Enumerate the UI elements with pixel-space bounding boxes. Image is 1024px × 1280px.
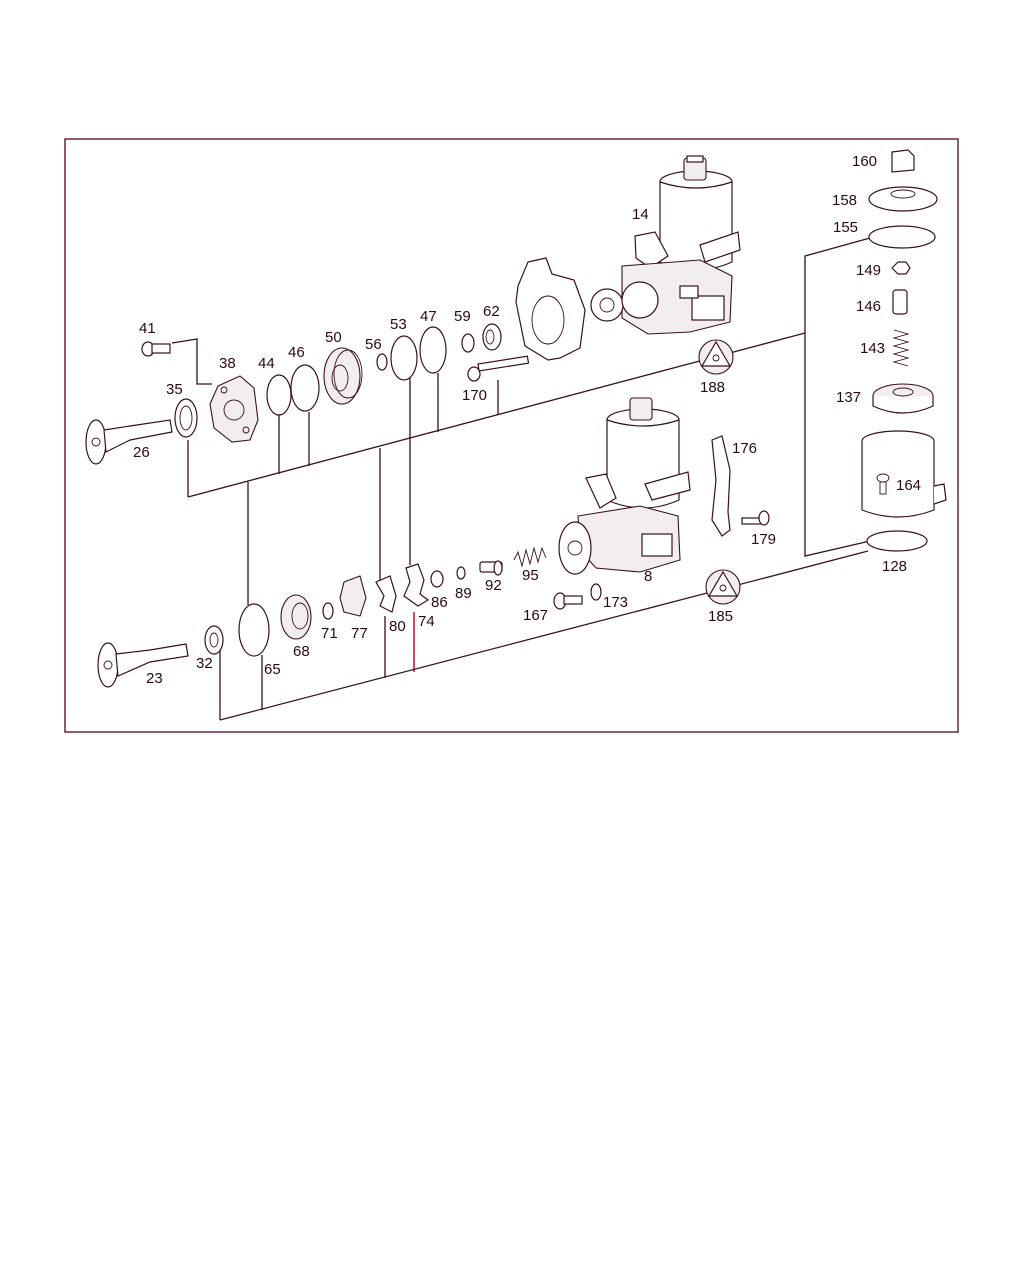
label-44: 44 (258, 355, 275, 372)
label-160: 160 (852, 153, 877, 170)
power-steering-pump-upper (590, 155, 741, 335)
label-179: 179 (751, 531, 776, 548)
shaft-26 (85, 419, 173, 465)
filter-cap-137 (872, 383, 934, 414)
washer-173 (590, 583, 602, 601)
seal-ring-128 (866, 530, 928, 552)
label-8: 8 (644, 568, 652, 585)
pin-146 (892, 289, 908, 315)
label-32: 32 (196, 655, 213, 672)
label-68: 68 (293, 643, 310, 660)
plate-77 (339, 575, 367, 617)
bearing-32 (204, 625, 224, 655)
label-92: 92 (485, 577, 502, 594)
label-95: 95 (522, 567, 539, 584)
label-50: 50 (325, 329, 342, 346)
label-155: 155 (833, 219, 858, 236)
diagram-frame (64, 138, 959, 733)
o-ring-46 (290, 364, 320, 412)
label-137: 137 (836, 389, 861, 406)
label-14: 14 (632, 206, 649, 223)
o-ring-47 (419, 326, 447, 374)
label-158: 158 (832, 192, 857, 209)
ring-86 (430, 570, 444, 588)
label-23: 23 (146, 670, 163, 687)
ring-71 (322, 602, 334, 620)
label-80: 80 (389, 618, 406, 635)
label-149: 149 (856, 262, 881, 279)
label-47: 47 (420, 308, 437, 325)
mounting-bracket-plate (515, 257, 586, 361)
label-62: 62 (483, 303, 500, 320)
ring-89 (456, 566, 466, 580)
o-ring-44 (266, 374, 292, 416)
label-86: 86 (431, 594, 448, 611)
label-128: 128 (882, 558, 907, 575)
label-26: 26 (133, 444, 150, 461)
label-38: 38 (219, 355, 236, 372)
symbol-185 (705, 569, 741, 605)
symbol-188 (698, 339, 734, 375)
label-41: 41 (139, 320, 156, 337)
label-167: 167 (523, 607, 548, 624)
bushing-62 (482, 323, 502, 351)
label-185: 185 (708, 608, 733, 625)
power-steering-pump-lower (558, 397, 691, 575)
filter-164 (861, 430, 947, 518)
spring-95 (513, 546, 547, 568)
rotor-68 (280, 594, 312, 640)
label-65: 65 (264, 661, 281, 678)
label-77: 77 (351, 625, 368, 642)
label-59: 59 (454, 308, 471, 325)
seal-ring-155 (868, 225, 936, 249)
label-56: 56 (365, 336, 382, 353)
bolt-179 (741, 510, 770, 526)
label-170: 170 (462, 387, 487, 404)
cover-plate-38 (209, 375, 259, 443)
segment-80 (375, 575, 397, 613)
clip-74 (403, 563, 430, 607)
label-74: 74 (418, 613, 435, 630)
label-46: 46 (288, 344, 305, 361)
nut-149 (891, 261, 911, 275)
label-143: 143 (860, 340, 885, 357)
shaft-23 (97, 642, 189, 688)
o-ring-53 (390, 335, 418, 381)
o-ring-65 (238, 603, 270, 657)
bracket-176 (711, 435, 731, 537)
label-89: 89 (455, 585, 472, 602)
part-labels: 160 158 155 149 146 143 137 164 128 14 4… (133, 153, 921, 687)
label-176: 176 (732, 440, 757, 457)
spring-143 (892, 329, 910, 367)
seal-35 (174, 398, 198, 438)
bolt-41 (141, 341, 171, 357)
label-164: 164 (896, 477, 921, 494)
bolt-170 (467, 355, 530, 382)
bolt-167 (553, 592, 583, 610)
label-53: 53 (390, 316, 407, 333)
label-188: 188 (700, 379, 725, 396)
label-173: 173 (603, 594, 628, 611)
label-71: 71 (321, 625, 338, 642)
label-35: 35 (166, 381, 183, 398)
cover-158 (868, 186, 938, 212)
washer-59 (461, 333, 475, 353)
rotor-50 (323, 347, 363, 405)
label-146: 146 (856, 298, 881, 315)
ring-56 (376, 353, 388, 371)
cap-160 (891, 149, 915, 173)
valve-92 (479, 560, 503, 576)
